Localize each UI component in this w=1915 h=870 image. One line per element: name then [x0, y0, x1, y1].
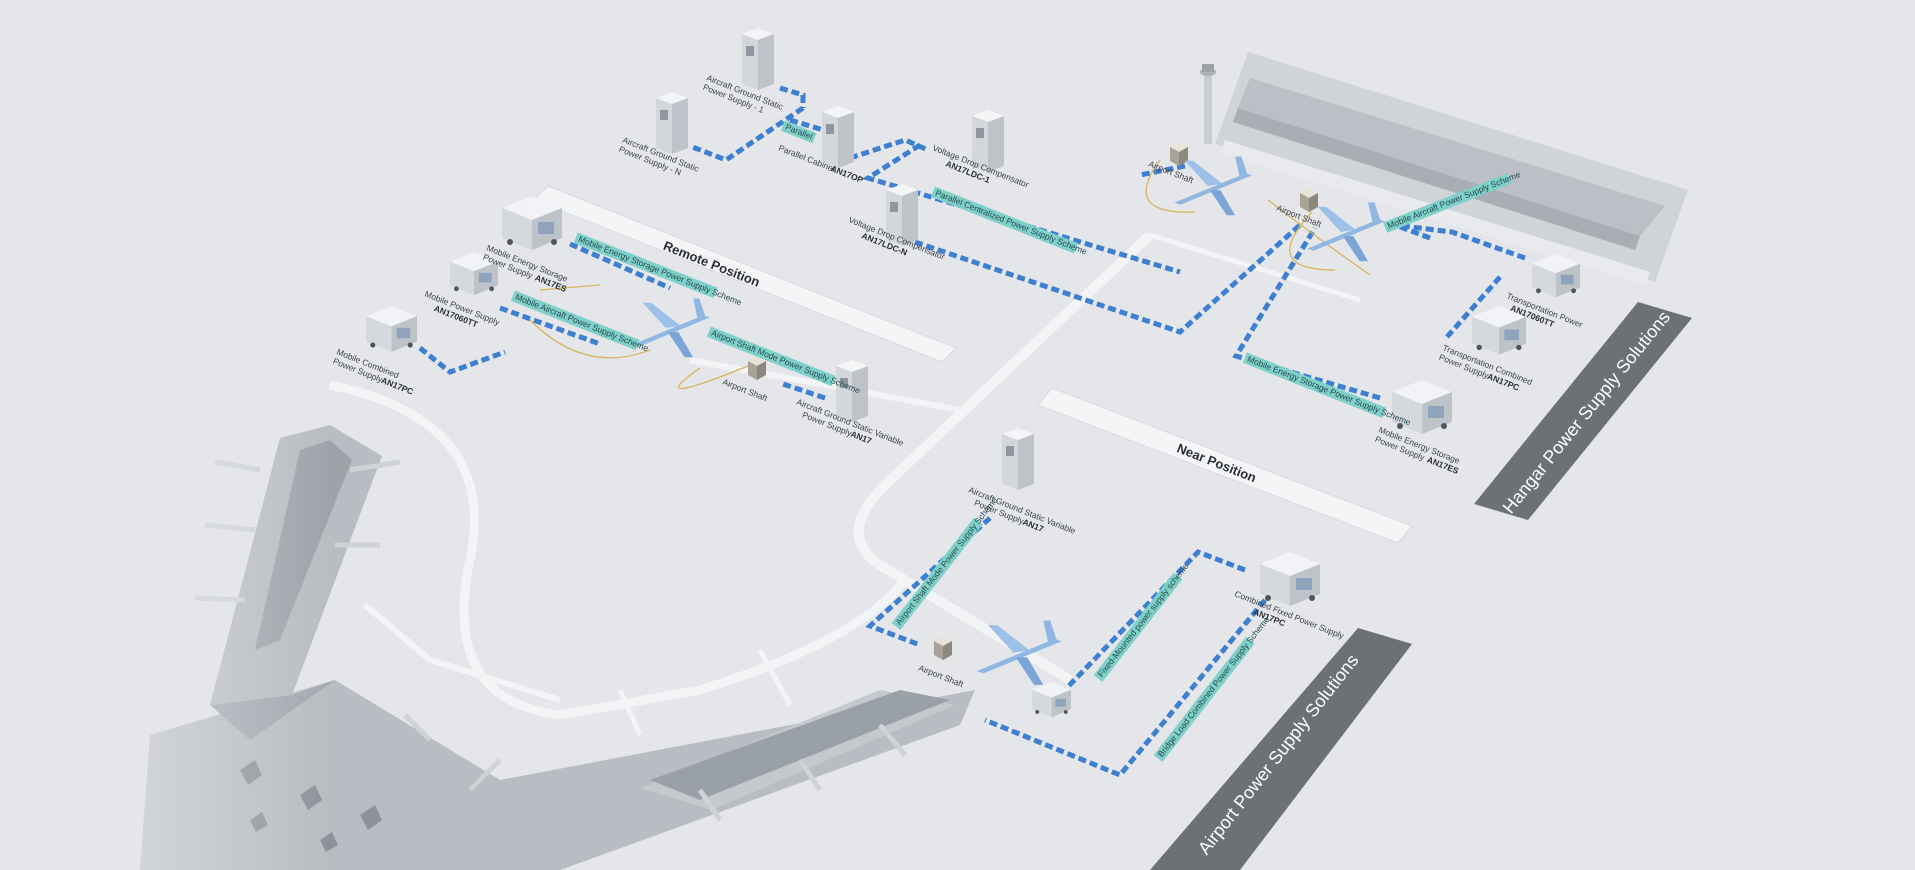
- airport-shaft-label: Airport Shaft: [721, 377, 769, 404]
- fixed-mounted-scheme-tag: Fixed-Mounted power supply scheme: [1093, 561, 1191, 682]
- hangar-building-icon: [1215, 52, 1688, 285]
- airport-shaft-label: Airport Shaft: [917, 663, 965, 690]
- airport-shaft-icon: [1170, 142, 1188, 166]
- centralized-scheme-tag: Parallel Centralized Power Supply Scheme: [930, 186, 1089, 257]
- static-power-supply-n: [656, 92, 688, 154]
- airport-shaft-icon: [748, 356, 766, 380]
- bridge-power-unit: [1032, 682, 1071, 718]
- combined-fixed-power-supply: [1260, 552, 1320, 606]
- taxiway-network: [329, 231, 1361, 737]
- svg-text:Parallel: Parallel: [784, 122, 814, 142]
- svg-text:Mobile Energy Storage Power Su: Mobile Energy Storage Power Supply Schem…: [1246, 354, 1412, 428]
- agsv-power-supply-near: [1002, 428, 1034, 490]
- parallel-cabinet: [822, 106, 854, 168]
- airport-solutions-banner: Airport Power Supply Solutions: [1150, 628, 1412, 870]
- airport-shaft-icon: [1300, 188, 1318, 212]
- svg-text:Parallel Centralized Power Sup: Parallel Centralized Power Supply Scheme: [934, 188, 1089, 257]
- aircraft-icon: [1174, 156, 1252, 216]
- bridge-load-scheme-tag: Bridge Load Combined Power Supply Scheme: [1153, 614, 1272, 762]
- parallel-tag: Parallel: [780, 120, 817, 144]
- svg-text:AN17OP: AN17OP: [829, 163, 865, 185]
- power-cables: [529, 159, 1371, 390]
- mobile-combined-power-supply: [366, 306, 417, 352]
- near-position-strip: Near Position: [1037, 387, 1413, 544]
- svg-text:Fixed-Mounted power supply sch: Fixed-Mounted power supply scheme: [1096, 561, 1191, 679]
- mobile-energy-storage-right: [1392, 380, 1452, 434]
- power-route-lines: [418, 85, 1526, 779]
- airport-shaft-icon: [934, 636, 952, 660]
- control-tower-icon: [1200, 64, 1216, 144]
- svg-text:Bridge Load Combined Power Sup: Bridge Load Combined Power Supply Scheme: [1156, 614, 1272, 759]
- mobile-energy-storage-hangar-tag: Mobile Energy Storage Power Supply Schem…: [1242, 352, 1413, 428]
- static-power-supply-1: [742, 28, 774, 90]
- aircraft-icon: [1307, 202, 1385, 262]
